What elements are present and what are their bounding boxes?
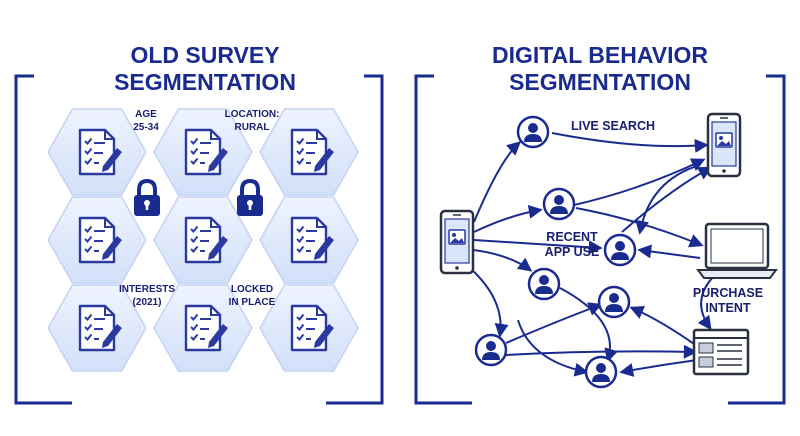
interests-label-line1: INTERESTS (119, 284, 175, 295)
recent-app-label-line1: RECENT (546, 230, 598, 244)
age-label-line1: AGE (135, 109, 157, 120)
right-panel: DIGITAL BEHAVIOR SEGMENTATION (414, 42, 786, 405)
purchase-intent-label-line2: INTENT (705, 301, 751, 315)
user-avatar-icon (542, 187, 576, 221)
user-avatar-icon (474, 333, 508, 367)
interests-label-line2: (2021) (133, 297, 162, 308)
user-avatar-icon (603, 233, 637, 267)
behavior-connections (469, 132, 716, 377)
location-label-line2: RURAL (235, 122, 270, 133)
right-bracket-right (728, 74, 786, 405)
segment-hexagon (47, 284, 147, 372)
age-label-line2: 25-34 (133, 122, 159, 133)
segment-hexagon (153, 108, 253, 196)
segment-hexagon (153, 196, 253, 284)
purchase-intent-label-line1: PURCHASE (693, 286, 763, 300)
recent-app-label-line2: APP USE (545, 245, 600, 259)
left-bracket-left (14, 74, 72, 405)
left-title-line2: SEGMENTATION (114, 69, 296, 95)
phone-icon (439, 209, 475, 275)
live-search-label: LIVE SEARCH (571, 119, 655, 133)
locked-label-line2: IN PLACE (229, 297, 276, 308)
segment-hex-grid (47, 108, 359, 372)
lock-icon (235, 179, 265, 218)
left-title-line1: OLD SURVEY (130, 42, 279, 68)
left-panel: OLD SURVEY SEGMENTATION AGE 25-34 LOCATI… (14, 42, 384, 405)
segment-hexagon (259, 284, 359, 372)
segment-hexagon (47, 196, 147, 284)
laptop-icon (696, 222, 778, 279)
webpage-icon (692, 328, 750, 376)
user-avatar-icon (516, 115, 550, 149)
location-label-line1: LOCATION: (225, 109, 280, 120)
lock-icon (132, 179, 162, 218)
segment-hexagon (47, 108, 147, 196)
locked-label-line1: LOCKED (231, 284, 273, 295)
right-bracket-left (414, 74, 472, 405)
segment-hexagon (259, 196, 359, 284)
segment-hexagon (259, 108, 359, 196)
left-bracket-right (326, 74, 384, 405)
user-avatar-icon (584, 355, 618, 389)
right-title-line1: DIGITAL BEHAVIOR (492, 42, 708, 68)
segment-hexagon (153, 284, 253, 372)
right-title-line2: SEGMENTATION (509, 69, 691, 95)
user-avatar-icon (597, 285, 631, 319)
phone-icon (706, 112, 742, 178)
user-avatar-icon (527, 267, 561, 301)
